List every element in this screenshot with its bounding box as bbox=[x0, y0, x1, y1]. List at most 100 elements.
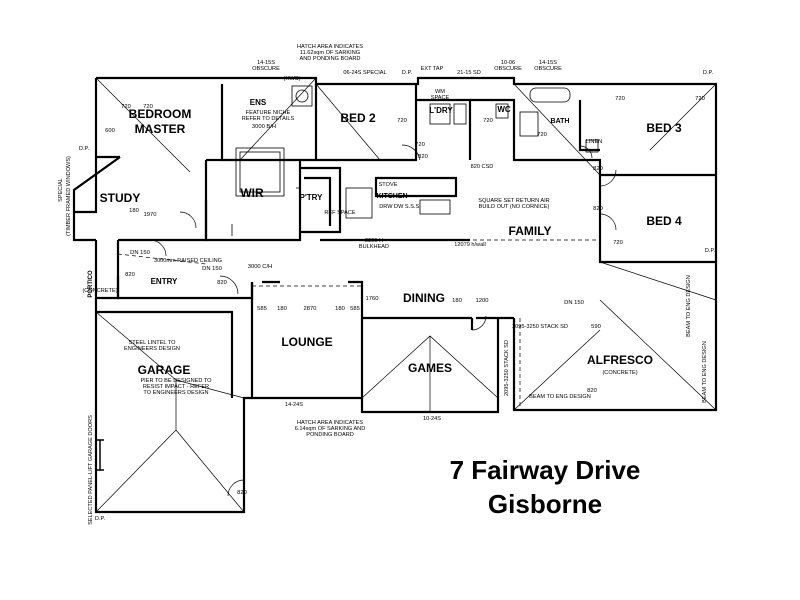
note-wall-dim: 12079 h/wall bbox=[454, 242, 485, 248]
note-special-top: 06-24S SPECIAL bbox=[343, 70, 386, 76]
note-beam-2: BEAM TO ENG DESIGN bbox=[529, 394, 591, 400]
dimension-d-150-2: DN 150 bbox=[202, 266, 222, 272]
room-label-family: FAMILY bbox=[509, 224, 552, 238]
note-wm-space-2: SPACE bbox=[431, 95, 450, 101]
note-alfresco-concrete: (CONCRETE) bbox=[602, 370, 637, 376]
note-obscure-mid-1: 10-06 bbox=[501, 60, 515, 66]
dimension-d-3000: 3000 B/H bbox=[252, 124, 276, 130]
dimension-d-720-2: 720 bbox=[143, 104, 153, 110]
room-label-entry: ENTRY bbox=[151, 277, 178, 286]
address-suburb: Gisborne bbox=[487, 489, 603, 519]
note-obscure-mid-2: OBSCURE bbox=[494, 66, 522, 72]
dimension-d-820-5: 820 bbox=[217, 280, 227, 286]
dimension-d-720-8: 720 bbox=[613, 240, 623, 246]
dimension-d-180-1: 180 bbox=[129, 208, 139, 214]
room-label-portico: PORTICO bbox=[88, 270, 94, 298]
room-label-study: STUDY bbox=[100, 191, 141, 205]
room-label-bed2: BED 2 bbox=[340, 111, 376, 125]
note-obscure-left-2: OBSCURE bbox=[252, 66, 280, 72]
dimension-d-820-6: 820 bbox=[587, 388, 597, 394]
note-pier-1: PIER TO BE DESIGNED TO bbox=[140, 378, 212, 384]
note-pier-3: TO ENGINEERS DESIGN bbox=[143, 390, 208, 396]
dimension-d-720-3: 720 bbox=[397, 118, 407, 124]
room-label-ldry: L'DRY bbox=[429, 106, 453, 115]
room-label-wc: WC bbox=[497, 105, 511, 114]
note-hws: (HWS) bbox=[284, 76, 301, 82]
note-dp-bottom: D.P. bbox=[95, 516, 106, 522]
note-obscure-right-1: 14-15S bbox=[539, 60, 557, 66]
room-label-bedroom: BEDROOM bbox=[129, 107, 192, 121]
note-obscure-right-2: OBSCURE bbox=[534, 66, 562, 72]
note-hatch-bottom-3: PONDING BOARD bbox=[306, 432, 354, 438]
room-label-games: GAMES bbox=[408, 361, 452, 375]
note-dp-right: D.P. bbox=[705, 248, 716, 254]
dimension-d-720-1: 720 bbox=[121, 104, 131, 110]
room-label-garage: GARAGE bbox=[138, 363, 191, 377]
note-beam-1: BEAM TO ENG DESIGN bbox=[686, 275, 692, 337]
room-label-bed3: BED 3 bbox=[646, 121, 682, 135]
room-label-ens: ENS bbox=[250, 98, 267, 107]
room-label-kitchen: KITCHEN bbox=[376, 193, 407, 200]
address-street: 7 Fairway Drive bbox=[449, 455, 641, 485]
note-sd-top: 21-15 SD bbox=[457, 70, 481, 76]
dimension-d-180-2: 180 bbox=[277, 306, 287, 312]
dimension-d-150-1: DN 150 bbox=[130, 250, 150, 256]
note-wm-space-1: WM bbox=[435, 89, 445, 95]
dimension-d-820-3: 820 bbox=[593, 206, 603, 212]
note-games-window: 10-24S bbox=[423, 416, 441, 422]
note-square-set-2: BUILD OUT (NO CORNICE) bbox=[479, 204, 550, 210]
note-dp-left: D.P. bbox=[79, 146, 90, 152]
note-stack-sd-1: 2095-3250 STACK SD bbox=[512, 324, 568, 330]
note-hatch-top-1: HATCH AREA INDICATES bbox=[297, 44, 363, 50]
note-bulkhead-2: BULKHEAD bbox=[359, 244, 389, 250]
door-swings bbox=[149, 144, 617, 497]
dimension-d-820-1: 820 bbox=[418, 154, 428, 160]
note-ref-space: REF SPACE bbox=[324, 210, 356, 216]
note-hatch-bottom-2: 6.14sqm OF SARKING AND bbox=[295, 426, 366, 432]
dimension-d-720-9: 720 bbox=[415, 142, 425, 148]
room-label-dining: DINING bbox=[403, 291, 445, 305]
note-portico-concrete: (CONCRETE) bbox=[82, 288, 117, 294]
note-raised-ceiling: 3000mm RAISED CEILING bbox=[154, 258, 222, 264]
note-timber-framed: (TIMBER FRAMED WINDOWS) bbox=[66, 156, 72, 236]
note-hatch-bottom-1: HATCH AREA INDICATES bbox=[297, 420, 363, 426]
dimension-d-180-4: 180 bbox=[452, 298, 462, 304]
dimension-d-585-2: 585 bbox=[350, 306, 360, 312]
note-hatch-top-2: 11.62sqm OF SARKING bbox=[300, 50, 360, 56]
note-beam-3: BEAM TO ENG DESIGN bbox=[702, 341, 708, 403]
note-hatch-bottom-0: 14-24S bbox=[285, 402, 303, 408]
roof-hip-lines bbox=[95, 77, 717, 513]
room-label-lounge: LOUNGE bbox=[281, 335, 332, 349]
note-dp-top-right: D.P. bbox=[703, 70, 714, 76]
dimension-d-180-3: 180 bbox=[335, 306, 345, 312]
note-feature-niche-2: REFER TO DETAILS bbox=[242, 116, 295, 122]
dimension-d-1200: 1200 bbox=[476, 298, 489, 304]
note-square-set-1: SQUARE SET RETURN AIR bbox=[478, 198, 549, 204]
note-csd: 820 CSD bbox=[471, 164, 494, 170]
dimension-d-820-7: 820 bbox=[237, 490, 247, 496]
dimension-d-720-4: 720 bbox=[483, 118, 493, 124]
dimension-d-820-4: 820 bbox=[125, 272, 135, 278]
dimension-d-600: 600 bbox=[105, 128, 115, 134]
note-steel-lintel-2: ENGINEERS DESIGN bbox=[124, 346, 180, 352]
dimension-d-585-1: 585 bbox=[257, 306, 267, 312]
note-dp-top: D.P. bbox=[402, 70, 413, 76]
note-stack-sd-2: 2095-3250 STACK SD bbox=[504, 340, 510, 396]
dimension-d-ch: 3000 C/H bbox=[248, 264, 273, 270]
note-stove: STOVE bbox=[379, 182, 398, 188]
note-dw: DRW DW S.S.S. bbox=[379, 204, 421, 210]
room-label-bath: BATH bbox=[551, 118, 570, 125]
note-special-left: SPECIAL bbox=[58, 178, 64, 202]
note-obscure-left-1: 14-15S bbox=[257, 60, 275, 66]
walls bbox=[72, 76, 718, 514]
dimension-d-1760: 1760 bbox=[366, 296, 379, 302]
fixtures bbox=[231, 85, 599, 236]
dimension-d-720-5: 720 bbox=[537, 132, 547, 138]
dashed-lines bbox=[95, 239, 600, 410]
note-pier-2: RESIST IMPACT - REFER bbox=[143, 384, 209, 390]
room-label-wir: WIR bbox=[240, 186, 264, 200]
room-label-bed4: BED 4 bbox=[646, 214, 682, 228]
